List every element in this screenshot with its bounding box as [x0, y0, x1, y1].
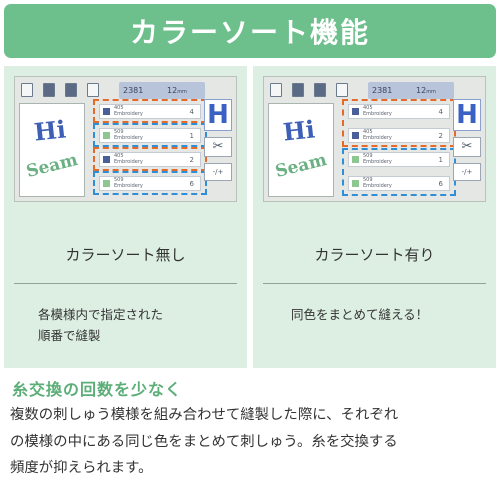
plus-minus-button[interactable]: -/+ — [453, 163, 481, 181]
h-button[interactable]: H — [204, 99, 232, 131]
thread-list-item[interactable]: 405 Embroidery 4 — [348, 104, 450, 119]
caption-with-sort: カラーソート有り — [314, 246, 435, 264]
section-heading: 糸交換の回数を少なく — [12, 380, 183, 399]
machine-screen: 2381 12mm Hi Seam 405 Embroidery 4 405 E… — [263, 76, 486, 202]
thread-list-item[interactable]: 509 Embroidery 6 — [99, 176, 201, 191]
design-seam-text: Seam — [24, 149, 80, 183]
thread-list-item[interactable]: 405 Embroidery 2 — [348, 128, 450, 143]
panel-without-color-sort: 2381 12mm Hi Seam 405 Embroidery 4 509 E… — [4, 66, 247, 368]
size-unit: mm — [426, 89, 436, 95]
size-value: 12 — [416, 86, 427, 95]
stitch-count: 2381 — [372, 86, 393, 95]
size-unit: mm — [177, 89, 187, 95]
design-hi-text: Hi — [32, 114, 68, 147]
panel-with-color-sort: 2381 12mm Hi Seam 405 Embroidery 4 405 E… — [253, 66, 496, 368]
embroidery-frame-icon[interactable] — [43, 83, 55, 97]
color-swatch — [352, 156, 359, 163]
stitch-count: 2381 — [123, 86, 144, 95]
design-seam-text: Seam — [273, 149, 329, 183]
section-body: 複数の刺しゅう模様を組み合わせて縫製した際に、それぞれ の模様の中にある同じ色を… — [10, 407, 399, 476]
thread-list-item[interactable]: 509 Embroidery 1 — [348, 152, 450, 167]
color-swatch — [352, 108, 359, 115]
design-preview: Hi Seam — [268, 103, 334, 197]
color-swatch — [103, 180, 110, 187]
color-swatch — [103, 132, 110, 139]
color-swatch — [103, 108, 110, 115]
thread-list-item[interactable]: 509 Embroidery 1 — [99, 128, 201, 143]
thread-list-item[interactable]: 509 Embroidery 6 — [348, 176, 450, 191]
divider — [14, 283, 237, 284]
blue-highlight-box — [93, 123, 207, 147]
embroidery-frame-icon[interactable] — [292, 83, 304, 97]
scissors-icon[interactable]: ✂ — [453, 137, 481, 157]
thread-icon[interactable] — [87, 83, 99, 97]
caption-without-sort: カラーソート無し — [65, 246, 186, 264]
description-with-sort: 同色をまとめて縫える！ — [291, 307, 429, 322]
banner-title: カラーソート機能 — [129, 16, 370, 49]
stitch-info: 2381 12mm — [368, 82, 454, 99]
description-without-sort: 各模様内で指定された 順番で縫製 — [38, 307, 164, 343]
orange-highlight-box — [93, 99, 207, 123]
color-swatch — [103, 156, 110, 163]
blue-highlight-box — [342, 148, 456, 196]
design-preview: Hi Seam — [19, 103, 85, 197]
machine-screen: 2381 12mm Hi Seam 405 Embroidery 4 509 E… — [14, 76, 237, 202]
layout-icon[interactable] — [314, 83, 326, 97]
orange-highlight-box — [342, 99, 456, 147]
thread-list-item[interactable]: 405 Embroidery 4 — [99, 104, 201, 119]
layout-icon[interactable] — [65, 83, 77, 97]
color-swatch — [352, 180, 359, 187]
thread-icon[interactable] — [336, 83, 348, 97]
plus-minus-button[interactable]: -/+ — [204, 163, 232, 181]
divider — [263, 283, 486, 284]
stitch-info: 2381 12mm — [119, 82, 205, 99]
design-hi-text: Hi — [281, 114, 317, 147]
orange-highlight-box — [93, 147, 207, 171]
thread-list-item[interactable]: 405 Embroidery 2 — [99, 152, 201, 167]
size-value: 12 — [167, 86, 178, 95]
scissors-icon[interactable]: ✂ — [204, 137, 232, 157]
page-icon[interactable] — [21, 83, 33, 97]
blue-highlight-box — [93, 171, 207, 195]
title-banner: カラーソート機能 — [4, 4, 496, 58]
page-icon[interactable] — [270, 83, 282, 97]
h-button[interactable]: H — [453, 99, 481, 131]
color-swatch — [352, 132, 359, 139]
